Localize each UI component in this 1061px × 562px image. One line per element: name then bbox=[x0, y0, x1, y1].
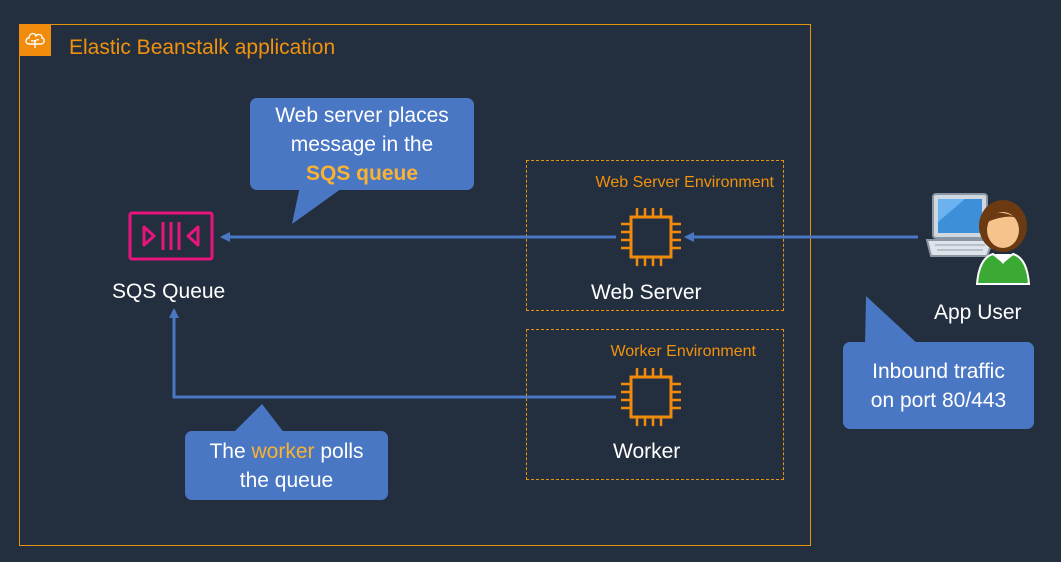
callout-line: Inbound traffic bbox=[872, 359, 1005, 383]
worker-to-sqs-arrow bbox=[169, 308, 616, 399]
worker-environment-box bbox=[526, 329, 784, 480]
callout-highlight: SQS queue bbox=[305, 161, 419, 185]
callout-tail-worker bbox=[232, 404, 285, 434]
callout-tail-web-server bbox=[292, 186, 345, 224]
application-frame bbox=[19, 24, 811, 546]
worker-chip-icon bbox=[616, 365, 686, 429]
sqs-queue-label: SQS Queue bbox=[112, 280, 226, 303]
app-user-label: App User bbox=[934, 301, 1022, 324]
callout-web-server-places-message: Web server places message in the SQS que… bbox=[250, 98, 474, 190]
web-server-environment-label: Web Server Environment bbox=[595, 174, 774, 191]
user-laptop-icon bbox=[925, 192, 1035, 288]
callout-highlight: worker bbox=[251, 439, 315, 463]
callout-line: the queue bbox=[239, 468, 334, 492]
callout-text: polls bbox=[314, 439, 364, 463]
sqs-queue-icon bbox=[128, 210, 214, 262]
callout-inbound-traffic: Inbound traffic on port 80/443 bbox=[843, 342, 1034, 429]
worker-label: Worker bbox=[613, 440, 681, 463]
beanstalk-icon bbox=[19, 24, 51, 56]
application-title: Elastic Beanstalk application bbox=[69, 36, 336, 59]
callout-line: message in the bbox=[290, 132, 434, 156]
web-server-label: Web Server bbox=[591, 281, 702, 304]
callout-text: The bbox=[209, 439, 252, 463]
callout-line: on port 80/443 bbox=[870, 388, 1007, 412]
callout-tail-inbound bbox=[865, 296, 920, 346]
worker-environment-label: Worker Environment bbox=[610, 343, 756, 360]
callout-worker-polls: The worker polls the queue bbox=[185, 431, 388, 500]
callout-line: Web server places bbox=[275, 103, 449, 127]
web-server-chip-icon bbox=[616, 205, 686, 269]
